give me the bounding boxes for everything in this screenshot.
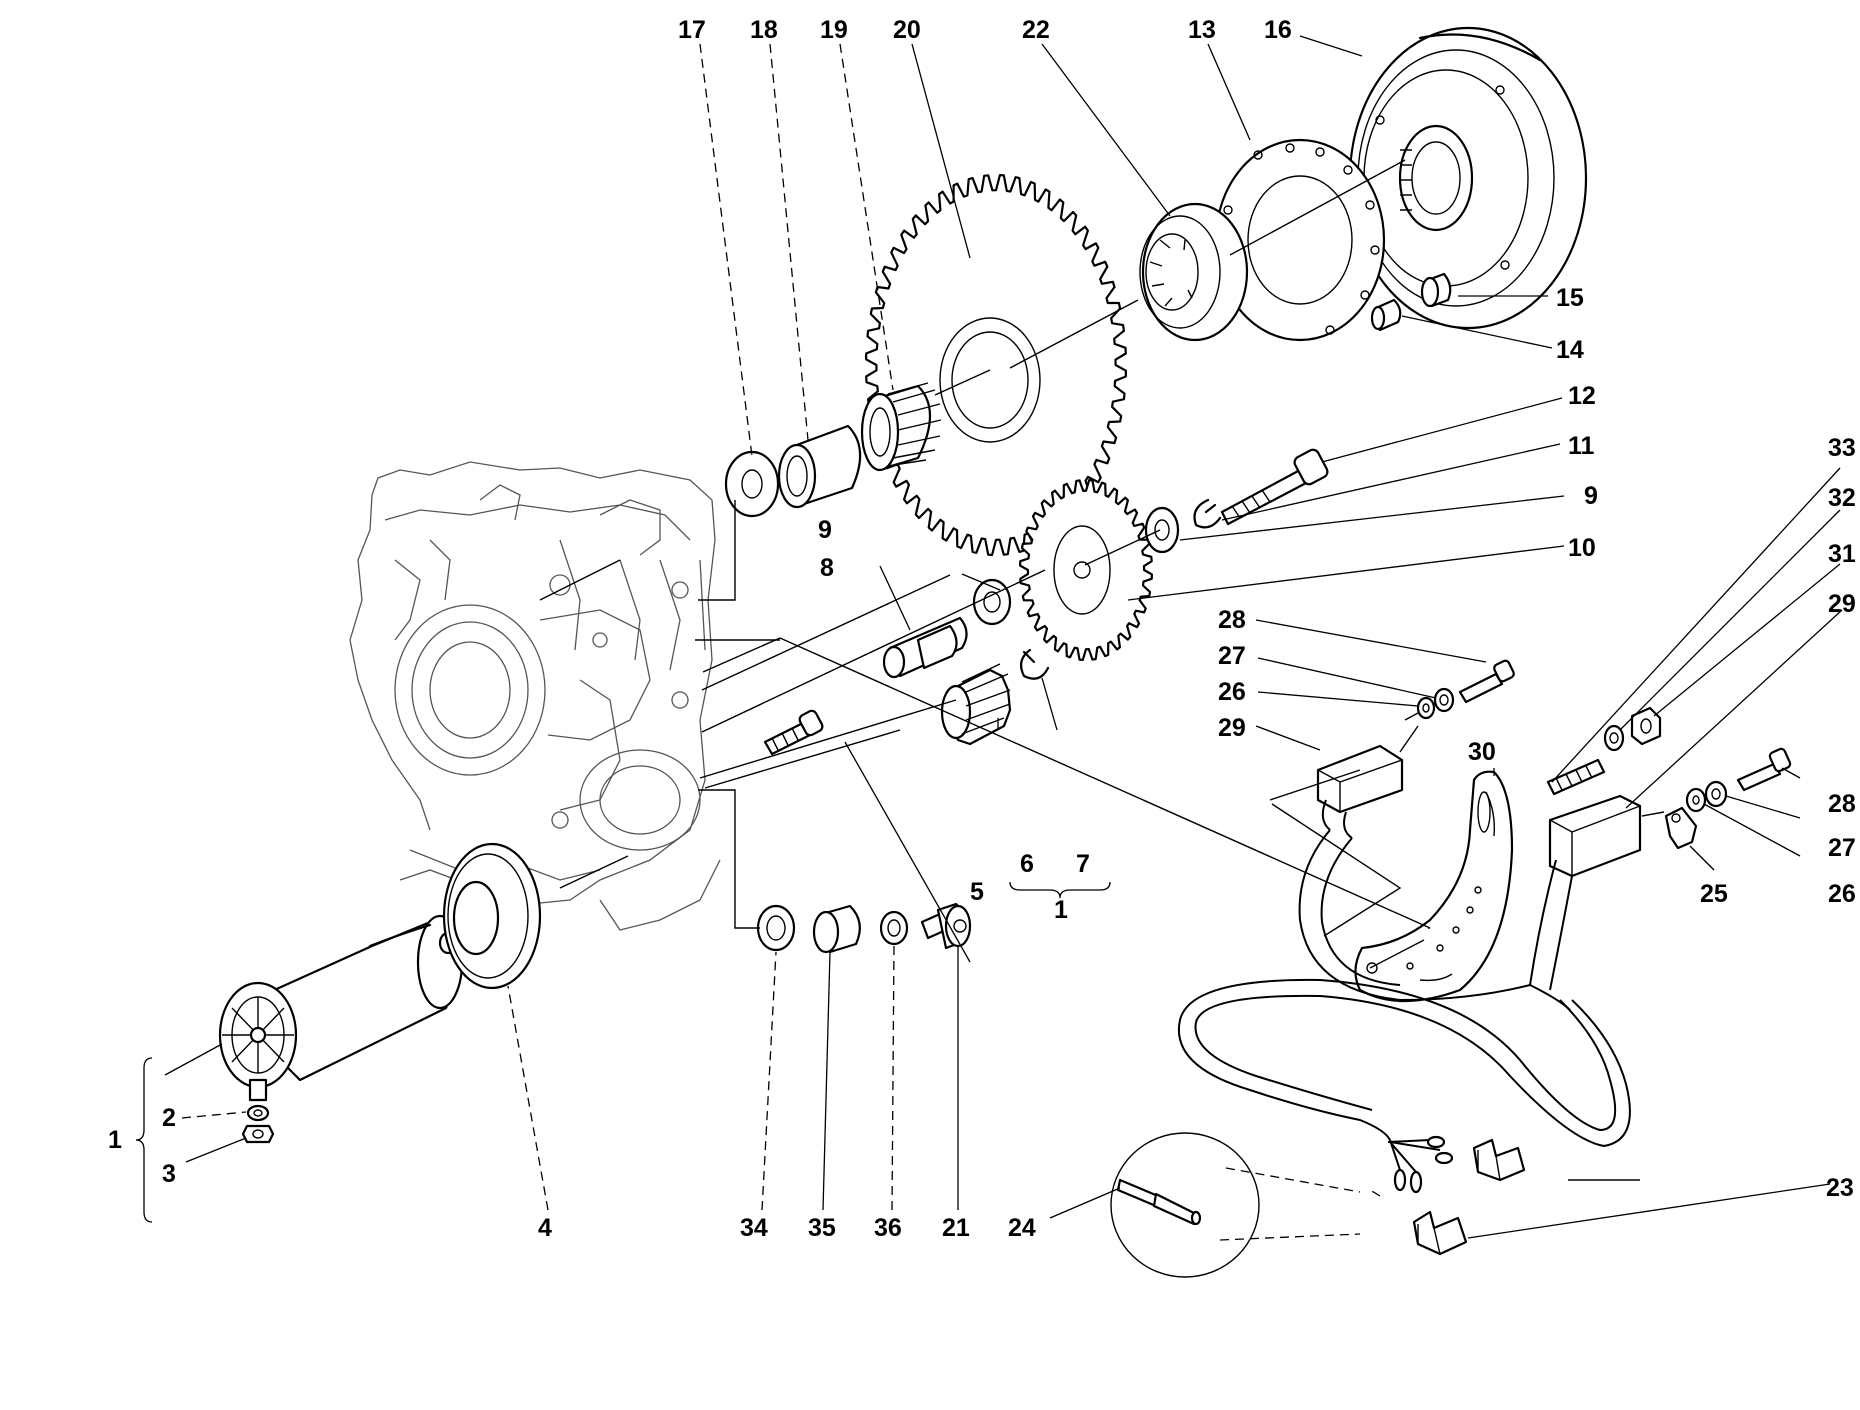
- label-27-lower: 27: [1828, 834, 1856, 862]
- label-25: 25: [1700, 880, 1728, 908]
- label-22: 22: [1022, 16, 1050, 44]
- part-22-freewheel: [1139, 202, 1249, 342]
- part-15-bushing: [1420, 272, 1452, 308]
- part-labels: 17 18 19 20 22 13 16 15 14 12 11 9 10 9 …: [108, 16, 1856, 1242]
- part-28-bolt-upper: [1458, 659, 1515, 704]
- part-31-nut: [1630, 706, 1662, 746]
- label-21: 21: [942, 1214, 970, 1242]
- part-11-circlip: [1193, 498, 1222, 529]
- label-26-upper: 26: [1218, 678, 1246, 706]
- part-25-tab-washer: [1664, 806, 1698, 850]
- part-24-terminal-detail: [1110, 1132, 1260, 1278]
- label-36: 36: [874, 1214, 902, 1242]
- label-7: 7: [1076, 850, 1090, 878]
- part-16-flywheel-rotor: [1348, 26, 1588, 330]
- label-32: 32: [1828, 484, 1856, 512]
- label-31: 31: [1828, 540, 1856, 568]
- starter-motor: [218, 914, 464, 1102]
- part-35-bushing: [812, 904, 861, 954]
- part-4-gasket: [442, 842, 542, 990]
- part-23-connector-upper: [1472, 1138, 1526, 1182]
- label-24: 24: [1008, 1214, 1036, 1242]
- label-19: 19: [820, 16, 848, 44]
- part-10-intermediate-gear: [1019, 479, 1153, 661]
- label-2: 2: [162, 1104, 176, 1132]
- assembly-axis-lines: [539, 159, 1665, 1181]
- part-12-bolt: [1220, 448, 1329, 526]
- label-18: 18: [750, 16, 778, 44]
- label-26-lower: 26: [1828, 880, 1856, 908]
- part-13-clutch-plate: [1214, 138, 1386, 342]
- part-33-bolt: [1546, 758, 1606, 796]
- part-7-circlip: [1019, 648, 1050, 680]
- stator-wiring-harness: [1177, 829, 1631, 1194]
- part-9-washer-upper: [1144, 506, 1180, 554]
- label-35: 35: [808, 1214, 836, 1242]
- part-23-connector-lower: [1412, 1210, 1468, 1256]
- part-27-washer-lower: [1704, 780, 1728, 808]
- part-29-pickup-upper: [1316, 744, 1404, 839]
- engine-crankcase-outline: [349, 461, 721, 931]
- part-3-nut: [241, 1124, 275, 1144]
- label-12: 12: [1568, 382, 1596, 410]
- part-36-oring: [879, 910, 909, 946]
- label-1-bottom: 1: [1054, 896, 1068, 924]
- part-8-shaft: [882, 616, 968, 679]
- label-3: 3: [162, 1160, 176, 1188]
- part-27-washer-upper: [1433, 687, 1455, 713]
- label-15: 15: [1556, 284, 1584, 312]
- part-5-bolt: [763, 709, 824, 756]
- label-23: 23: [1826, 1174, 1854, 1202]
- part-14-dowel: [1370, 298, 1402, 332]
- label-14: 14: [1556, 336, 1584, 364]
- leader-lines: [164, 35, 1843, 1241]
- part-2-washer: [246, 1104, 270, 1122]
- label-8: 8: [820, 554, 834, 582]
- part-32-washer: [1603, 724, 1625, 752]
- assembly-bracket-left: [135, 1057, 153, 1223]
- label-33: 33: [1828, 434, 1856, 462]
- assembly-bracket-bottom: [1009, 881, 1111, 899]
- label-30: 30: [1468, 738, 1496, 766]
- label-27-upper: 27: [1218, 642, 1246, 670]
- label-9-left: 9: [818, 516, 832, 544]
- part-34-washer: [756, 904, 796, 952]
- label-1-left: 1: [108, 1126, 122, 1154]
- label-10: 10: [1568, 534, 1596, 562]
- part-19-needle-bearing: [860, 382, 942, 472]
- label-5: 5: [970, 878, 984, 906]
- label-4: 4: [538, 1214, 552, 1242]
- part-6-pinion: [940, 663, 1012, 746]
- part-18-bushing: [777, 424, 862, 509]
- label-28-lower: 28: [1828, 790, 1856, 818]
- label-29-right: 29: [1828, 590, 1856, 618]
- label-17: 17: [678, 16, 706, 44]
- label-13: 13: [1188, 16, 1216, 44]
- part-21-plug: [920, 902, 972, 950]
- label-16: 16: [1264, 16, 1292, 44]
- part-26-washer-upper: [1416, 696, 1436, 720]
- label-11: 11: [1568, 432, 1595, 460]
- label-20: 20: [893, 16, 921, 44]
- part-17-washer: [724, 450, 780, 518]
- label-34: 34: [740, 1214, 768, 1242]
- part-26-washer-lower: [1685, 787, 1707, 813]
- part-30-stator-bracket: [1354, 770, 1514, 1003]
- label-29-left: 29: [1218, 714, 1246, 742]
- part-29-pickup-lower: [1548, 794, 1642, 878]
- label-6: 6: [1020, 850, 1034, 878]
- part-28-bolt-lower: [1736, 747, 1792, 792]
- label-9-right: 9: [1584, 482, 1598, 510]
- label-28-upper: 28: [1218, 606, 1246, 634]
